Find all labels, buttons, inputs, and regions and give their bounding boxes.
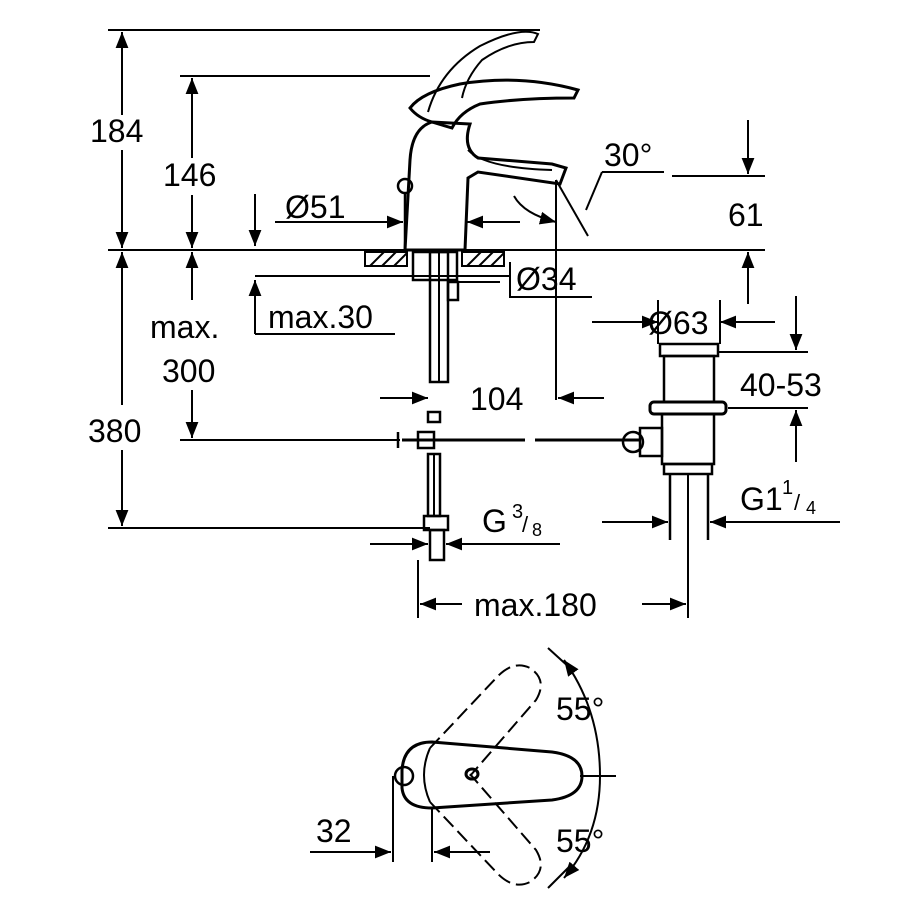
plan-lever-rotated-down [429,773,542,886]
svg-text:8: 8 [532,520,542,540]
dim-spout-clearance: 61 [728,197,764,233]
faucet-lever [408,78,581,130]
dim-rotation-top: 55° [556,691,604,727]
dim-overall-height: 184 [90,113,143,149]
plan-view [310,647,616,889]
waste-assembly [621,342,728,540]
dim-worktop-thickness: max.30 [268,299,373,335]
faucet-body [403,120,568,252]
dim-below-worktop: 380 [88,413,141,449]
dim-spout-reach: 104 [470,381,523,417]
mounting-shank [411,250,500,384]
dim-thread-diameter: Ø34 [516,261,576,297]
dim-lever-offset: 32 [316,813,352,849]
dim-spout-height: 146 [163,157,216,193]
worktop-hatching [364,251,505,267]
plan-popup-knob [393,765,415,787]
dim-lever-angle: 30° [604,137,652,173]
svg-text:4: 4 [806,498,816,518]
svg-text:/: / [522,512,529,537]
dim-supply-connection: G 3 / 8 [482,501,542,540]
supply-hoses [396,410,640,562]
dim-waste-diameter: Ø63 [648,305,708,341]
dim-max-label: max. [150,309,219,345]
faucet-spout-curve [467,149,553,171]
svg-text:/: / [794,490,801,515]
svg-text:1: 1 [782,477,793,499]
svg-text:G1: G1 [740,481,783,517]
plan-lever-rotated-up [429,664,542,777]
dim-hose-length: 300 [162,353,215,389]
dim-waste-height: 40-53 [740,367,822,403]
svg-text:G: G [482,503,507,539]
dim-rotation-bottom: 55° [556,823,604,859]
elevation-view [108,29,840,618]
angle-arc [513,195,557,225]
dim-max-spread: max.180 [474,587,597,623]
faucet-lever-raised [427,30,540,113]
svg-text:3: 3 [512,501,523,523]
dim-waste-connection: G1 1 / 4 [740,477,816,518]
dim-hole-diameter: Ø51 [285,189,345,225]
